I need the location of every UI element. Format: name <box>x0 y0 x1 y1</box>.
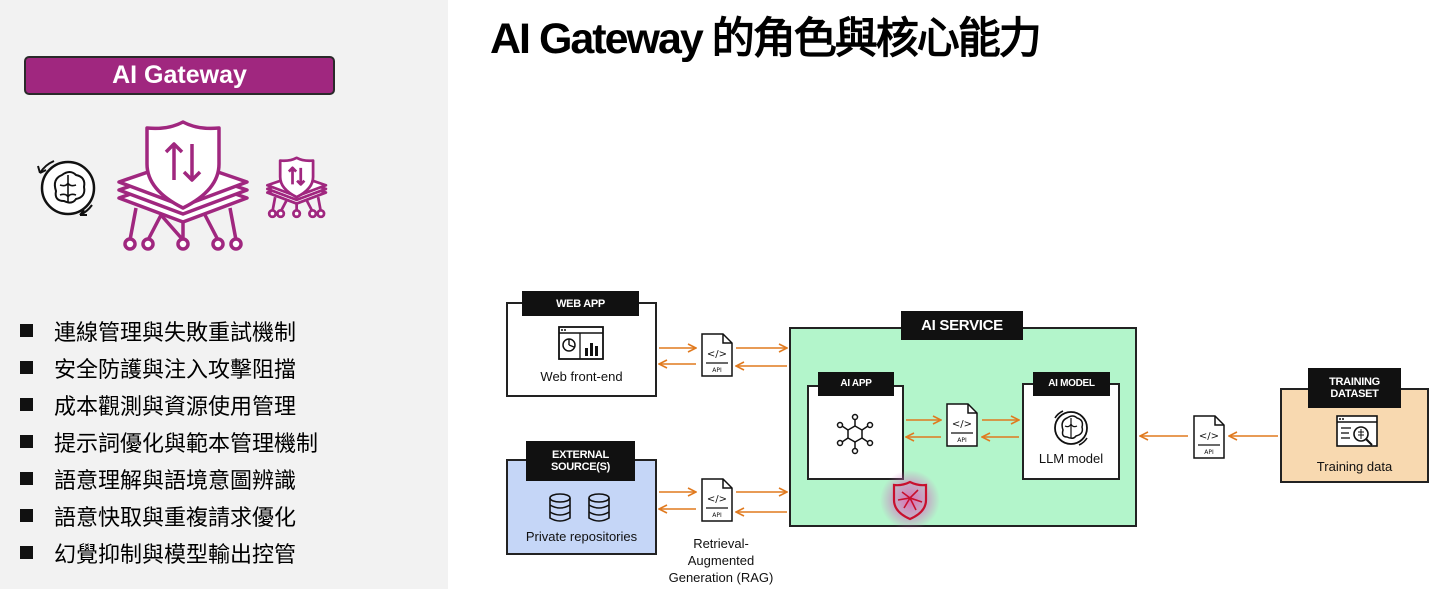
left-panel: AI Gateway <box>0 0 448 589</box>
list-item: 語意快取與重複請求優化 <box>20 497 318 534</box>
external-source-tag-line2: SOURCE(S) <box>550 461 611 473</box>
list-item: 提示詞優化與範本管理機制 <box>20 423 318 460</box>
api-code-web: </> <box>707 349 727 360</box>
brain-cycle-icon <box>37 160 96 216</box>
shield-gateway-icon <box>117 120 249 251</box>
api-label-web: API <box>712 367 722 374</box>
training-dataset-tag-line1: TRAINING <box>1329 376 1380 388</box>
square-bullet-icon <box>20 435 33 448</box>
feature-text: 語意理解與語境意圖辨識 <box>54 468 297 494</box>
web-app-tag: WEB APP <box>522 291 639 316</box>
feature-text: 語意快取與重複請求優化 <box>54 505 297 531</box>
ai-model-tag: AI MODEL <box>1033 372 1110 396</box>
rag-caption: Retrieval- Augmented Generation (RAG) <box>656 535 786 586</box>
network-icon <box>836 413 874 455</box>
api-label-training: API <box>1204 449 1214 456</box>
rag-line1: Retrieval- <box>693 536 749 551</box>
square-bullet-icon <box>20 546 33 559</box>
feature-text: 提示詞優化與範本管理機制 <box>54 431 319 457</box>
square-bullet-icon <box>20 509 33 522</box>
list-item: 幻覺抑制與模型輸出控管 <box>20 534 318 571</box>
list-item: 成本觀測與資源使用管理 <box>20 386 318 423</box>
ai-gateway-badge: AI Gateway <box>24 56 335 95</box>
list-item: 安全防護與注入攻擊阻擋 <box>20 349 318 386</box>
training-dataset-tag: TRAINING DATASET <box>1308 368 1401 408</box>
ai-model-caption: LLM model <box>1038 451 1104 466</box>
api-code-internal: </> <box>952 419 972 430</box>
ai-service-tag: AI SERVICE <box>901 311 1023 340</box>
api-code-training: </> <box>1199 431 1219 442</box>
api-icon-internal: </> API <box>946 403 978 447</box>
training-dataset-tag-line2: DATASET <box>1330 388 1379 400</box>
dashboard-icon <box>558 326 604 360</box>
list-item: 連線管理與失敗重試機制 <box>20 312 318 349</box>
ai-app-tag: AI APP <box>818 372 894 396</box>
database-icon <box>549 493 610 522</box>
rag-line3: Generation (RAG) <box>668 570 774 585</box>
api-icon-training: </> API <box>1193 415 1225 459</box>
square-bullet-icon <box>20 398 33 411</box>
api-label-internal: API <box>957 437 967 444</box>
brain-icon <box>1054 410 1088 446</box>
square-bullet-icon <box>20 472 33 485</box>
feature-text: 幻覺抑制與模型輸出控管 <box>54 542 297 568</box>
feature-text: 安全防護與注入攻擊阻擋 <box>54 357 297 383</box>
web-app-caption: Web front-end <box>540 369 623 384</box>
api-code-rag: </> <box>707 494 727 505</box>
external-source-tag: EXTERNAL SOURCE(S) <box>526 441 635 481</box>
api-icon-rag: </> API <box>701 478 733 522</box>
security-shield-icon <box>880 470 940 530</box>
api-icon-web: </> API <box>701 333 733 377</box>
ai-model-box <box>1022 383 1120 480</box>
feature-list: 連線管理與失敗重試機制 安全防護與注入攻擊阻擋 成本觀測與資源使用管理 提示詞優… <box>20 312 318 571</box>
feature-text: 成本觀測與資源使用管理 <box>54 394 297 420</box>
list-item: 語意理解與語境意圖辨識 <box>20 460 318 497</box>
page-title: AI Gateway 的角色與核心能力 <box>490 15 1042 63</box>
training-dataset-caption: Training data <box>1316 459 1393 474</box>
feature-text: 連線管理與失敗重試機制 <box>54 320 297 346</box>
external-source-tag-line1: EXTERNAL <box>552 449 609 461</box>
api-label-rag: API <box>712 512 722 519</box>
dataset-icon <box>1336 415 1378 447</box>
shield-gateway-small-icon <box>266 156 328 219</box>
square-bullet-icon <box>20 361 33 374</box>
square-bullet-icon <box>20 324 33 337</box>
external-source-caption: Private repositories <box>525 529 638 544</box>
rag-line2: Augmented <box>687 553 755 568</box>
